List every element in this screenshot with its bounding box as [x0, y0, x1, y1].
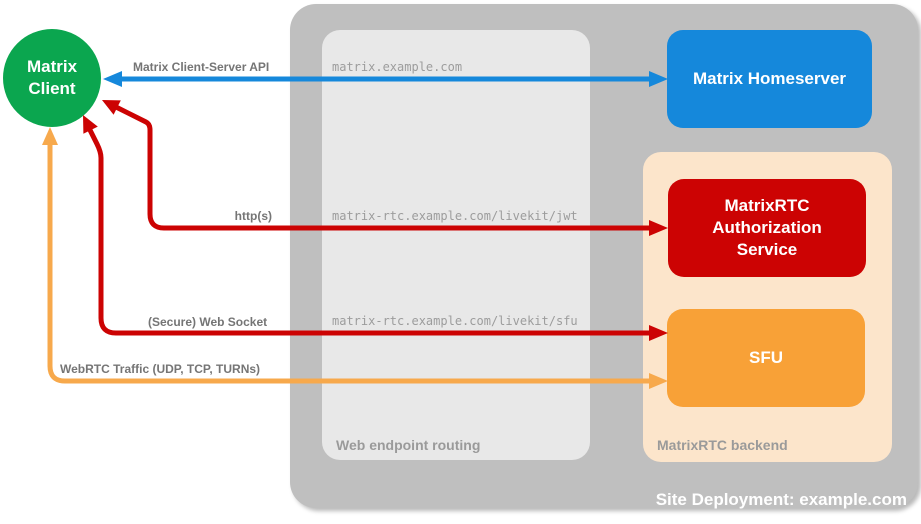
endpoint-url-livekit-sfu: matrix-rtc.example.com/livekit/sfu: [332, 314, 578, 328]
matrix-homeserver-label: Matrix Homeserver: [692, 68, 847, 88]
webrtc-traffic-label: WebRTC Traffic (UDP, TCP, TURNs): [60, 362, 261, 376]
matrix-client-node: Matrix Client: [3, 29, 101, 127]
matrixrtc-auth-service-node: MatrixRTC Authorization Service: [668, 179, 866, 277]
sfu-node: SFU: [667, 309, 865, 407]
endpoint-url-matrix: matrix.example.com: [332, 60, 463, 74]
web-endpoint-routing-container: [322, 30, 590, 460]
webrtc-traffic-arrowhead-client: [42, 127, 58, 145]
matrixrtc-backend-caption: MatrixRTC backend: [657, 437, 788, 453]
matrix-client-label: Matrix Client: [26, 56, 78, 98]
web-endpoint-routing-caption: Web endpoint routing: [336, 437, 481, 453]
websocket-arrowhead-client: [83, 115, 98, 134]
matrix-homeserver-node: Matrix Homeserver: [667, 30, 872, 128]
sfu-label: SFU: [749, 347, 783, 367]
matrixrtc-auth-service-label: MatrixRTC Authorization Service: [712, 195, 822, 260]
client-server-api-label: Matrix Client-Server API: [133, 60, 270, 74]
site-deployment-caption: Site Deployment: example.com: [655, 490, 907, 509]
https-label: http(s): [234, 209, 272, 223]
client-server-api-arrowhead-left: [103, 71, 122, 87]
websocket-label: (Secure) Web Socket: [148, 315, 268, 329]
https-arrowhead-client: [102, 100, 121, 115]
endpoint-url-livekit-jwt: matrix-rtc.example.com/livekit/jwt: [332, 209, 578, 223]
